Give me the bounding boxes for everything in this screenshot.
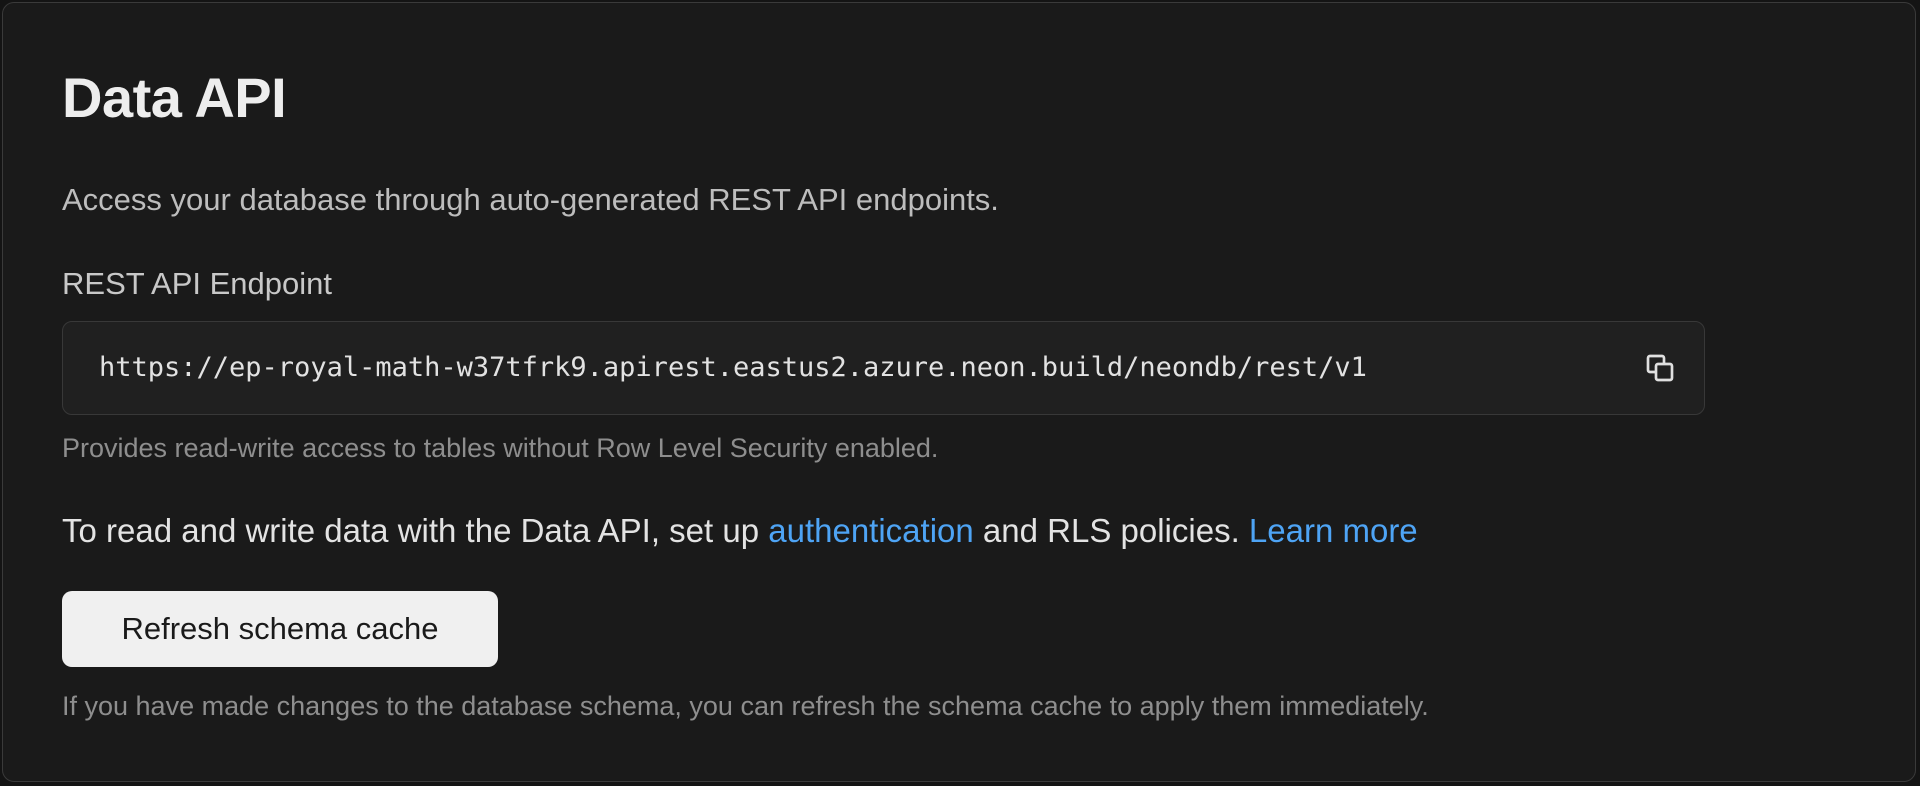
endpoint-field: https://ep-royal-math-w37tfrk9.apirest.e… [62, 321, 1705, 415]
endpoint-note: Provides read-write access to tables wit… [62, 433, 939, 463]
copy-icon [1646, 354, 1674, 382]
auth-notice-prefix: To read and write data with the Data API… [62, 512, 769, 549]
endpoint-url[interactable]: https://ep-royal-math-w37tfrk9.apirest.e… [99, 352, 1367, 383]
refresh-schema-note: If you have made changes to the database… [62, 691, 1429, 721]
page-subtitle: Access your database through auto-genera… [62, 182, 999, 217]
learn-more-link[interactable]: Learn more [1248, 512, 1418, 549]
page-title: Data API [62, 66, 287, 129]
copy-button[interactable] [1640, 348, 1680, 388]
authentication-link[interactable]: authentication [768, 512, 974, 549]
endpoint-label: REST API Endpoint [62, 266, 332, 301]
auth-notice: To read and write data with the Data API… [62, 511, 1418, 551]
auth-notice-middle: and RLS policies. [973, 512, 1249, 549]
refresh-schema-cache-button[interactable]: Refresh schema cache [62, 591, 498, 667]
